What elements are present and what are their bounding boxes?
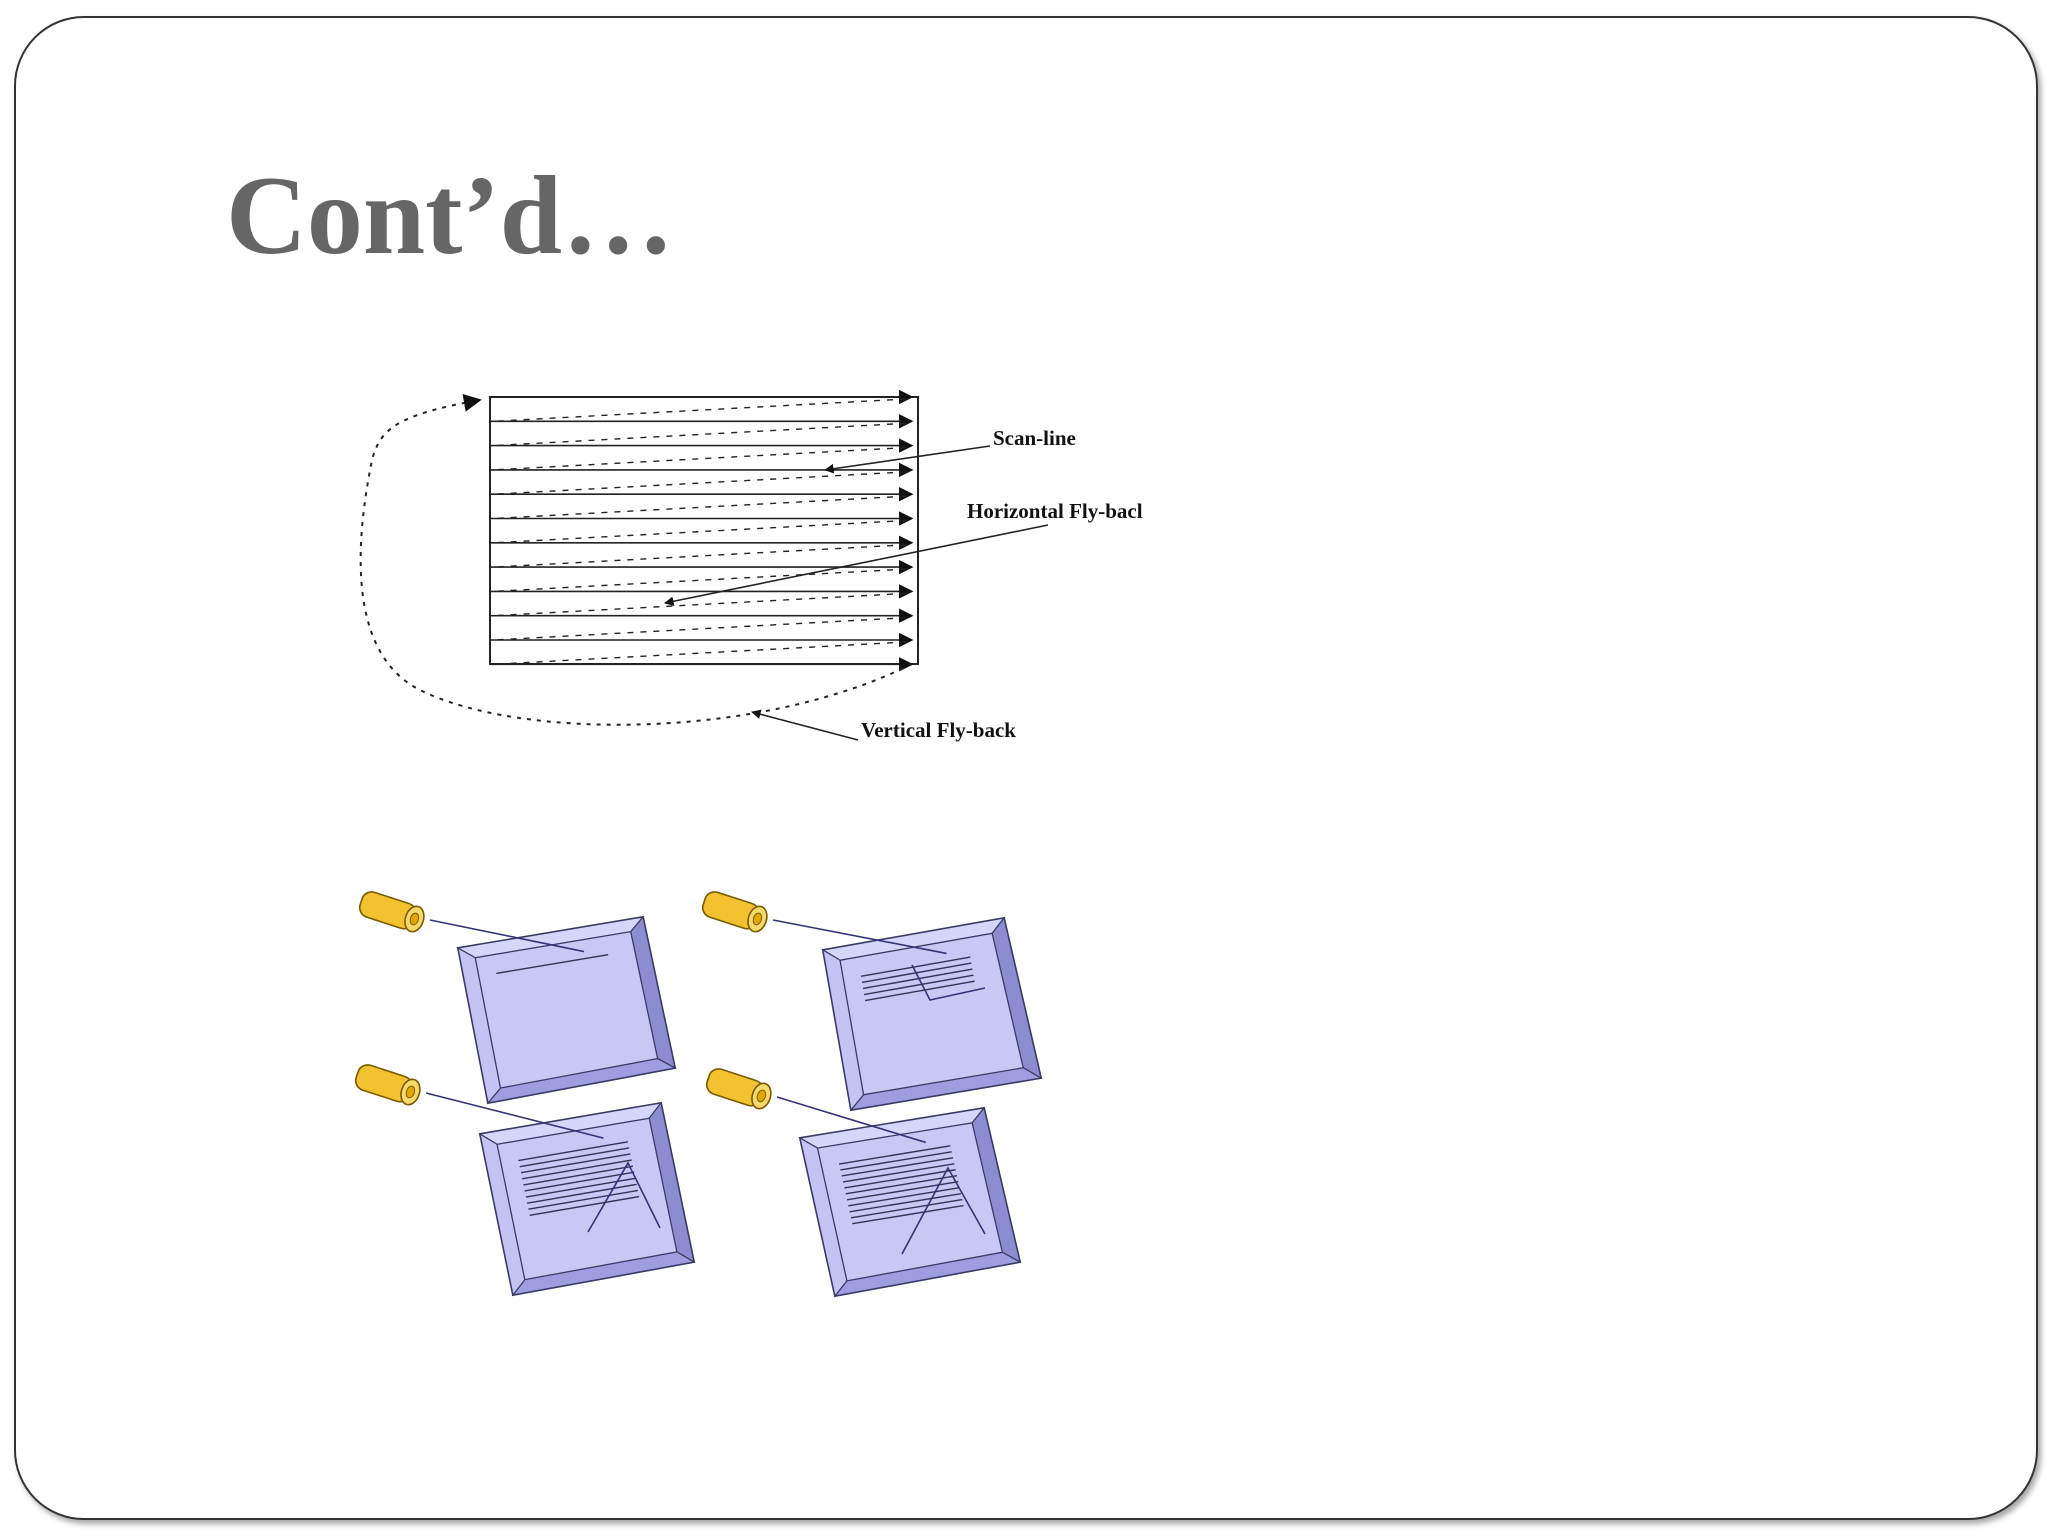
electron-beam	[776, 1096, 926, 1144]
flyback-line	[493, 422, 907, 447]
electron-gun-icon	[705, 1068, 772, 1110]
raster-frame	[489, 396, 919, 665]
flyback-line	[493, 641, 907, 665]
screen-raster-line	[860, 956, 971, 978]
screen-raster-line	[529, 1195, 640, 1217]
label-vertical-flyback: Vertical Fly-back	[861, 718, 1016, 742]
screen-raster-line	[852, 1204, 964, 1225]
flyback-line	[493, 617, 907, 641]
screen-raster-line	[844, 1169, 956, 1189]
flyback-line	[493, 495, 907, 520]
horizontal-flyback-group	[493, 398, 907, 665]
screen-raster-line	[850, 1198, 963, 1219]
slide-frame	[14, 16, 2038, 1520]
scan-lines-group	[490, 389, 914, 672]
electron-gun-icon	[354, 1064, 421, 1106]
screen-raster-line	[519, 1147, 630, 1168]
crt-screen	[354, 1064, 696, 1297]
screen-face	[839, 932, 1024, 1096]
label-horizontal-flyback: Horizontal Fly-bacl	[967, 499, 1143, 523]
label-scan-line: Scan-line	[993, 426, 1076, 450]
flyback-line	[493, 568, 907, 593]
flyback-line	[493, 519, 907, 544]
screen-raster-line	[840, 1151, 952, 1171]
screen-raster-line	[520, 1153, 631, 1174]
screen-face	[474, 931, 659, 1089]
crt-screen	[705, 1068, 1022, 1298]
flyback-line	[493, 544, 907, 568]
electron-beam	[425, 1092, 604, 1139]
screen-raster-line	[863, 974, 974, 996]
screen-triangle	[587, 1161, 661, 1233]
screen-raster-line	[527, 1183, 637, 1204]
crt-screen	[701, 891, 1043, 1112]
electron-gun-icon	[358, 891, 425, 933]
flyback-line	[493, 446, 907, 471]
flyback-line	[493, 471, 907, 495]
screen-triangle	[911, 964, 986, 1001]
scan-line-pointer	[824, 445, 991, 474]
screen-triangle	[901, 1166, 986, 1255]
slide-title: Cont’d…	[226, 154, 675, 278]
vertical-flyback-path	[359, 393, 913, 726]
screen-raster-line	[849, 1192, 962, 1213]
screen-raster-line	[842, 1163, 955, 1183]
vertical-flyback-pointer	[751, 709, 859, 741]
screen-raster-line	[528, 1189, 639, 1210]
screen-raster-line	[841, 1157, 954, 1177]
crt-screens-group	[354, 891, 1043, 1298]
electron-beam	[429, 919, 585, 953]
screen-raster-line	[845, 1175, 958, 1195]
screen-raster-line	[862, 968, 973, 990]
screen-raster-line	[518, 1141, 629, 1162]
crt-screen	[358, 891, 677, 1105]
screen-raster-line	[524, 1171, 635, 1192]
horizontal-flyback-pointer	[664, 524, 1049, 606]
electron-gun-icon	[701, 891, 768, 933]
screen-raster-line	[838, 1145, 951, 1165]
flyback-line	[493, 398, 907, 422]
screen-raster-line	[865, 980, 975, 1002]
flyback-line	[493, 592, 907, 617]
screen-raster-line	[848, 1186, 960, 1207]
screen-raster-line	[522, 1159, 632, 1180]
screen-raster-line	[496, 953, 609, 975]
electron-beam	[772, 919, 947, 955]
screen-raster-line	[523, 1165, 634, 1186]
